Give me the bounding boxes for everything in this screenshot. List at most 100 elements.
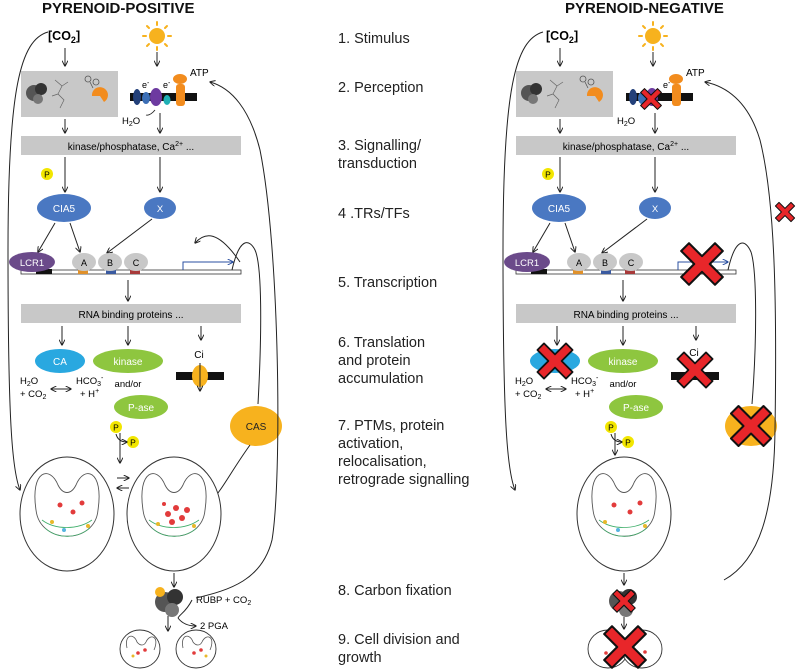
rbp-bar-label: RNA binding proteins ... (78, 310, 183, 321)
lcr1-node-right (504, 252, 550, 272)
electron-label-1: e- (142, 80, 150, 90)
step-4-label: 4 .TRs/TFs (338, 206, 410, 222)
svg-text:P: P (545, 170, 551, 180)
svg-text:HCO3-: HCO3- (571, 375, 599, 388)
signalling-bar-right (516, 136, 736, 155)
daughter-cell-left (119, 629, 161, 669)
svg-text:P: P (113, 423, 119, 433)
svg-text:P: P (625, 438, 631, 448)
svg-text:+ CO2: + CO2 (515, 389, 541, 401)
cas-feedback-arrow (195, 235, 241, 263)
header-pyrenoid-negative: PYRENOID-NEGATIVE (565, 0, 724, 17)
co2-stimulus-label-right: [CO2] (546, 29, 578, 45)
x-node-right (639, 197, 671, 219)
phosphate-badge (41, 168, 53, 180)
rubp-co2-label: RUBP + CO2 (196, 595, 251, 607)
cia5-node (37, 194, 91, 222)
hco3-label-2: + H+ (80, 388, 99, 400)
h2o-co2-label-1: H2O (20, 376, 38, 388)
svg-text:CIA5: CIA5 (548, 204, 571, 215)
svg-text:LCR1: LCR1 (20, 258, 44, 269)
sun-icon (142, 21, 172, 51)
atp-label: ATP (190, 68, 209, 79)
svg-text:kinase: kinase (609, 357, 638, 368)
daughter-cell-right (175, 629, 217, 669)
atp-synthase-icon (176, 84, 185, 106)
retrograde-arrow-right (705, 82, 777, 581)
chloroplast-cell-right (126, 456, 222, 572)
cas-node (230, 406, 282, 446)
svg-text:CIA5: CIA5 (53, 204, 76, 215)
chloroplast-cell-negative (576, 456, 672, 572)
promoter-arrow (182, 262, 233, 270)
cia5-node-right (532, 194, 586, 222)
step-3-label: 3. Signalling/transduction (338, 138, 422, 172)
sun-icon-right (638, 21, 668, 51)
ca-node (35, 349, 85, 373)
rubisco-icon (155, 587, 183, 617)
svg-text:Ci: Ci (689, 348, 698, 359)
svg-text:P-ase: P-ase (128, 403, 155, 414)
step-5-label: 5. Transcription (338, 275, 438, 291)
svg-text:C: C (628, 258, 635, 268)
cross-icon-retrograde (774, 201, 796, 223)
retrograde-arrow (195, 82, 279, 599)
svg-text:P: P (44, 170, 50, 180)
svg-text:X: X (652, 204, 659, 215)
left-panel: [CO2] (7, 21, 282, 669)
co2-loop-arrow (7, 31, 49, 490)
svg-text:kinase: kinase (114, 357, 143, 368)
pase-node-right (609, 395, 663, 419)
step-1-label: 1. Stimulus (338, 31, 410, 47)
ci-transporter-icon (176, 363, 224, 391)
svg-text:ATP: ATP (686, 68, 705, 79)
pase-node (114, 395, 168, 419)
x-node (144, 197, 176, 219)
svg-text:+ H+: + H+ (575, 388, 594, 400)
electron-label-2: e- (163, 80, 171, 90)
photosystem-icon (133, 89, 141, 105)
cross-icon-transcription (680, 242, 724, 286)
and-or-label: and/or (115, 379, 142, 390)
svg-text:A: A (81, 258, 87, 268)
svg-text:P: P (130, 438, 136, 448)
step-2-label: 2. Perception (338, 80, 424, 96)
co2-loop-arrow-right (502, 31, 544, 490)
svg-text:X: X (157, 204, 164, 215)
signalling-bar-label: kinase/phosphatase, Ca2+ ... (68, 141, 194, 153)
step-8-label: 8. Carbon fixation (338, 583, 452, 599)
svg-text:CAS: CAS (246, 422, 267, 433)
tf-c-node (124, 253, 148, 271)
svg-text:CA: CA (53, 357, 67, 368)
tf-a-node (72, 253, 96, 271)
tf-b-node (98, 253, 122, 271)
svg-text:and/or: and/or (610, 379, 637, 390)
rubisco-molecule-icon (26, 83, 47, 104)
rubp-structure-icon (51, 79, 69, 109)
rbp-bar (21, 304, 241, 323)
h2o-label: H2O (122, 116, 140, 128)
right-panel: [CO2] e- ATP H2O (502, 21, 796, 669)
kinase-node-right (588, 349, 658, 373)
svg-text:B: B (107, 258, 113, 268)
hco3-label-1: HCO3- (76, 375, 104, 388)
pga-label: 2 PGA (200, 621, 229, 632)
h2o-co2-label-2: + CO2 (20, 389, 46, 401)
svg-text:H2O: H2O (617, 116, 635, 128)
binding-protein-icon (91, 87, 108, 102)
lcr1-node (9, 252, 55, 272)
signalling-bar (21, 136, 241, 155)
svg-text:kinase/phosphatase, Ca2+ ...: kinase/phosphatase, Ca2+ ... (563, 141, 689, 153)
co2-stimulus-label: [CO2] (48, 29, 80, 45)
svg-text:B: B (602, 258, 608, 268)
carbonate-icon (84, 75, 100, 89)
svg-text:C: C (133, 258, 140, 268)
chloroplast-cell-left (19, 456, 115, 572)
svg-text:H2O: H2O (515, 376, 533, 388)
ci-label: Ci (194, 350, 203, 361)
header-pyrenoid-positive: PYRENOID-POSITIVE (42, 0, 195, 17)
